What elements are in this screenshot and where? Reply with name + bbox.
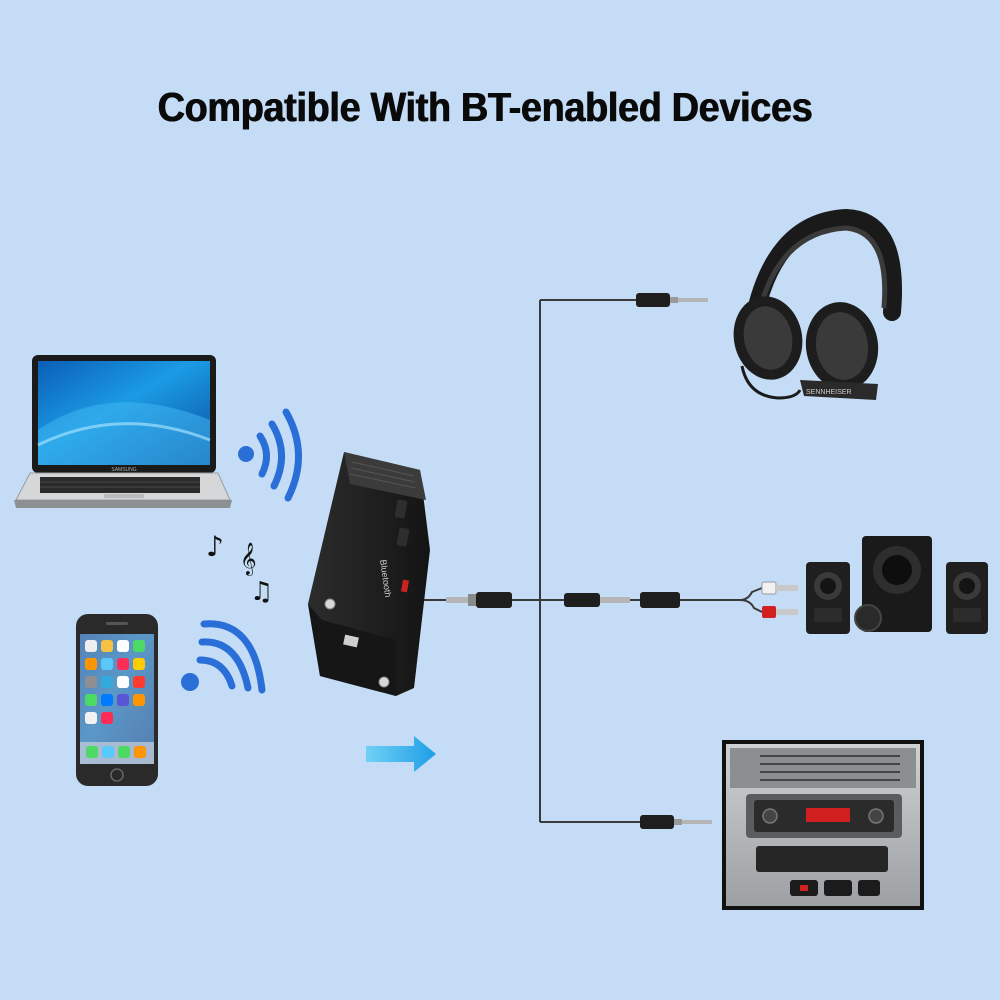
car-stereo-icon bbox=[722, 740, 924, 910]
plug-adapter bbox=[564, 592, 680, 608]
wireless-signal-icon-laptop bbox=[238, 408, 302, 502]
music-note-3: ♫ bbox=[250, 577, 273, 607]
music-note-2: 𝄞 bbox=[240, 542, 257, 576]
music-note-1: ♪ bbox=[206, 530, 224, 563]
optical-port bbox=[343, 634, 359, 648]
laptop-brand-label: SAMSUNG bbox=[111, 467, 136, 473]
music-note-icon: ♪ 𝄞 ♫ bbox=[206, 530, 273, 607]
app-grid bbox=[80, 640, 154, 764]
smartphone-icon bbox=[76, 614, 158, 786]
headphone-brand-label: SENNHEISER bbox=[806, 389, 852, 396]
plug-car bbox=[640, 815, 712, 829]
status-led bbox=[401, 579, 409, 593]
headphones-icon: SENNHEISER bbox=[733, 208, 902, 400]
transmitter-device: Bluetooth bbox=[308, 452, 430, 696]
speakers-icon bbox=[806, 536, 988, 634]
laptop-icon: SAMSUNG bbox=[14, 355, 232, 508]
plug-headphone bbox=[636, 293, 708, 307]
audio-cables bbox=[405, 299, 763, 823]
rca-plugs bbox=[761, 581, 798, 618]
plug-transmitter bbox=[446, 592, 512, 608]
page-title: Compatible With BT-enabled Devices bbox=[157, 84, 813, 130]
arrow-right-icon bbox=[366, 736, 436, 772]
wireless-signal-icon-phone bbox=[181, 620, 266, 694]
aux-port bbox=[324, 598, 336, 610]
power-port bbox=[378, 676, 390, 688]
